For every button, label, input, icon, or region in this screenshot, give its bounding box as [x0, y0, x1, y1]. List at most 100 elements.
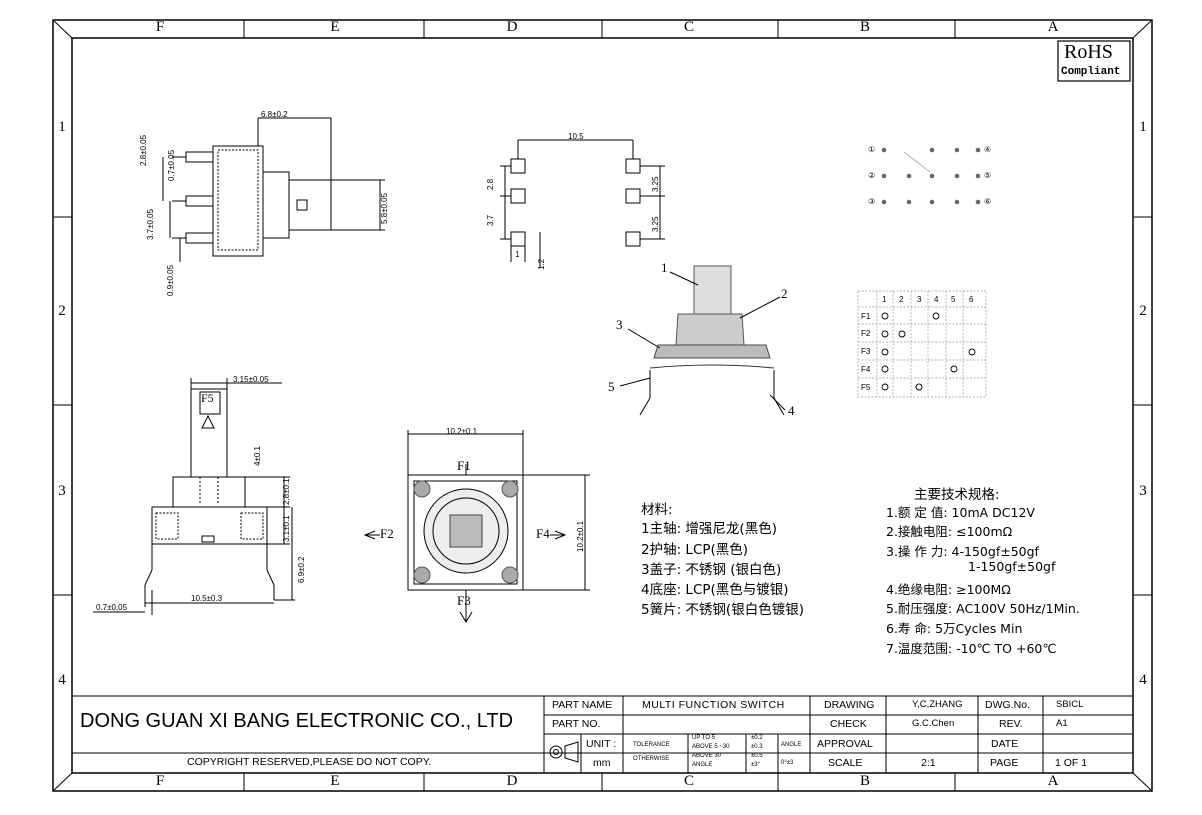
pin-label-3: ③	[868, 197, 876, 206]
force-f4: F4	[536, 526, 550, 541]
dim-front-stem-width: 3.15±0.05	[233, 375, 269, 384]
materials-item: 3盖子: 不锈钢 (银白色)	[641, 562, 782, 578]
spec-item: 3.操 作 力: 4-150gf±50gf	[886, 544, 1039, 559]
tolerance-range-1: UP TO 5	[692, 735, 716, 741]
zone-row-4-left: 4	[58, 672, 66, 688]
pin-label-4: ④	[984, 145, 992, 154]
zone-col-a-top: A	[1047, 19, 1059, 35]
angle-label: ANGLE	[781, 742, 802, 748]
spec-item: 6.寿 命: 5万Cycles Min	[886, 621, 1023, 636]
dim-side-pitch-bottom: 3.7±0.05	[146, 208, 155, 240]
drawing-value: Y,C,ZHANG	[912, 699, 963, 710]
dim-top-height: 10.2±0.1	[576, 520, 585, 552]
matrix-col-6: 6	[969, 295, 974, 304]
rohs-title: RoHS	[1064, 41, 1113, 63]
switch-matrix	[857, 290, 987, 398]
pin-label-5: ⑤	[984, 171, 992, 180]
titleblock-frame	[72, 695, 1133, 773]
approval-label: APPROVAL	[817, 738, 873, 750]
dim-side-pitch-top: 2.8±0.05	[139, 134, 148, 166]
pin-label-2: ②	[868, 171, 876, 180]
matrix-col-1: 1	[882, 295, 887, 304]
zone-col-d-bottom: D	[506, 773, 518, 789]
tolerance-value-1: ±0.2	[751, 735, 763, 741]
callout-2: 2	[781, 286, 788, 301]
dim-pad-left-bottom: 3.7	[486, 214, 495, 226]
drawing-label: DRAWING	[824, 699, 875, 711]
matrix-row-f5: F5	[861, 383, 871, 392]
dim-front-stem-height: 4±0.1	[253, 446, 262, 466]
dim-side-top-width: 6.8±0.2	[261, 110, 288, 119]
dim-front-body-height: 3.1±0.1	[282, 515, 291, 542]
callout-5: 5	[608, 379, 615, 394]
scale-value: 2:1	[921, 757, 936, 769]
zone-row-1-left: 1	[58, 119, 66, 135]
exploded-section	[619, 265, 786, 416]
spec-item: 1.额 定 值: 10mA DC12V	[886, 505, 1035, 520]
spec-item: 5.耐压强度: AC100V 50Hz/1Min.	[886, 601, 1080, 616]
rohs-box	[1057, 40, 1131, 82]
zone-col-f-top: F	[155, 19, 165, 35]
matrix-contacts	[881, 312, 976, 391]
scale-label: SCALE	[828, 757, 863, 769]
dim-pad-size: 1	[515, 250, 520, 259]
matrix-col-3: 3	[917, 295, 922, 304]
zone-col-e-bottom: E	[330, 773, 340, 789]
zone-row-3-right: 3	[1139, 483, 1147, 499]
tolerance-range-2: ABOVE 5 ~30	[692, 744, 730, 750]
angle-value: 0°±3	[781, 760, 794, 766]
tolerance-value-3: ±0.5	[751, 753, 763, 759]
inner-frame	[71, 37, 1134, 774]
side-view	[162, 117, 385, 262]
callout-3: 3	[616, 317, 623, 332]
matrix-row-f1: F1	[861, 312, 871, 321]
dim-pad-size2: 1.2	[537, 258, 546, 270]
dim-side-pin-bottom: 0.9±0.05	[166, 264, 175, 296]
spec-item: 2.接触电阻: ≤100mΩ	[886, 524, 1013, 539]
top-view	[363, 430, 590, 623]
dim-top-width: 10.2±0.1	[446, 427, 478, 436]
company-name: DONG GUAN XI BANG ELECTRONIC CO., LTD	[80, 710, 514, 732]
tolerance-angle-value: ±3°	[751, 762, 761, 768]
dim-pad-left-top: 2.8	[486, 178, 495, 190]
dwg-no-label: DWG.No.	[985, 699, 1030, 711]
force-f1: F1	[457, 458, 471, 473]
zone-row-2-right: 2	[1139, 303, 1147, 319]
tolerance-angle-label: ANGLE	[692, 762, 713, 768]
part-name-value: MULTI FUNCTION SWITCH	[642, 699, 785, 711]
dim-pad-right-bottom: 3.25	[651, 216, 660, 232]
zone-col-b-bottom: B	[859, 773, 870, 789]
materials-item: 1主轴: 增强尼龙(黑色)	[641, 521, 777, 537]
spec-item: 1-150gf±50gf	[968, 559, 1056, 574]
materials-item: 4底座: LCP(黑色与镀银)	[641, 582, 789, 598]
unit-value: mm	[593, 757, 611, 769]
outer-frame	[52, 19, 1153, 792]
dim-pad-width: 10.5	[568, 132, 584, 141]
rev-label: REV.	[999, 718, 1023, 730]
matrix-col-4: 4	[934, 295, 939, 304]
callout-4: 4	[788, 403, 795, 418]
zone-col-c-top: C	[683, 19, 694, 35]
zone-row-2-left: 2	[58, 303, 66, 319]
matrix-col-2: 2	[899, 295, 904, 304]
materials-item: 5簧片: 不锈钢(银白色镀银)	[641, 602, 804, 618]
zone-dividers	[53, 20, 1152, 791]
matrix-row-f3: F3	[861, 347, 871, 356]
callout-1: 1	[661, 260, 668, 275]
specs-title: 主要技术规格:	[914, 487, 1000, 503]
front-view	[93, 378, 295, 615]
zone-col-a-bottom: A	[1047, 773, 1059, 789]
zone-row-3-left: 3	[58, 483, 66, 499]
force-f3: F3	[457, 593, 471, 608]
dim-front-width: 10.5±0.3	[191, 594, 223, 603]
part-name-label: PART NAME	[552, 699, 613, 711]
pin-label-1: ①	[868, 145, 876, 154]
dim-side-height: 5.8±0.05	[380, 192, 389, 224]
pin-label-6: ⑥	[984, 197, 992, 206]
tolerance-value-2: ±0.3	[751, 744, 763, 750]
dim-front-total-height: 6.9±0.2	[297, 556, 306, 583]
force-f5: F5	[201, 391, 214, 405]
spec-item: 7.温度范围: -10℃ TO +60℃	[886, 641, 1057, 656]
check-label: CHECK	[830, 718, 867, 730]
force-f2: F2	[380, 526, 394, 541]
